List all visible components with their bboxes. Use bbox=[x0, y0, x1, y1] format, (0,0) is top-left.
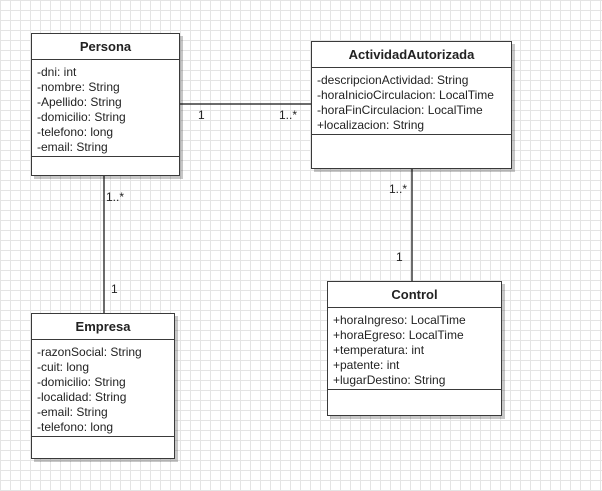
attribute: +lugarDestino: String bbox=[333, 373, 446, 387]
attributes-compartment-control: +horaIngreso: LocalTime +horaEgreso: Loc… bbox=[328, 308, 501, 390]
attributes-compartment-empresa: -razonSocial: String -cuit: long -domici… bbox=[32, 340, 174, 437]
class-name-actividad-autorizada: ActividadAutorizada bbox=[312, 42, 511, 68]
attribute: -cuit: long bbox=[37, 360, 90, 374]
attribute: -razonSocial: String bbox=[37, 345, 142, 359]
attribute: -horaInicioCirculacion: LocalTime bbox=[317, 88, 494, 102]
attribute: -Apellido: String bbox=[37, 95, 122, 109]
attribute: -telefono: long bbox=[37, 420, 114, 434]
attribute: -descripcionActividad: String bbox=[317, 73, 469, 87]
attribute: +localizacion: String bbox=[317, 118, 425, 132]
class-name-empresa: Empresa bbox=[32, 314, 174, 340]
multiplicity-actividad-end: 1..* bbox=[389, 182, 408, 196]
multiplicity-persona-end: 1..* bbox=[106, 190, 125, 204]
class-persona[interactable]: Persona -dni: int -nombre: String -Apell… bbox=[31, 33, 180, 176]
attribute: -email: String bbox=[37, 140, 108, 154]
attribute: -email: String bbox=[37, 405, 108, 419]
class-control[interactable]: Control +horaIngreso: LocalTime +horaEgr… bbox=[327, 281, 502, 416]
class-name-control: Control bbox=[328, 282, 501, 308]
attribute: -dni: int bbox=[37, 65, 77, 79]
attribute: -telefono: long bbox=[37, 125, 114, 139]
multiplicity-persona-end: 1 bbox=[198, 108, 205, 122]
attribute: -domicilio: String bbox=[37, 375, 126, 389]
attribute: +patente: int bbox=[333, 358, 400, 372]
attribute: +horaEgreso: LocalTime bbox=[333, 328, 464, 342]
attribute: -domicilio: String bbox=[37, 110, 126, 124]
attribute: -nombre: String bbox=[37, 80, 120, 94]
multiplicity-control-end: 1 bbox=[396, 250, 403, 264]
attributes-compartment-persona: -dni: int -nombre: String -Apellido: Str… bbox=[32, 60, 179, 157]
attribute: +horaIngreso: LocalTime bbox=[333, 313, 466, 327]
attributes-compartment-actividad-autorizada: -descripcionActividad: String -horaInici… bbox=[312, 68, 511, 135]
multiplicity-actividad-end: 1..* bbox=[279, 108, 298, 122]
attribute: -localidad: String bbox=[37, 390, 127, 404]
class-empresa[interactable]: Empresa -razonSocial: String -cuit: long… bbox=[31, 313, 175, 459]
multiplicity-empresa-end: 1 bbox=[111, 282, 118, 296]
attribute: -horaFinCirculacion: LocalTime bbox=[317, 103, 483, 117]
class-name-persona: Persona bbox=[32, 34, 179, 60]
attribute: +temperatura: int bbox=[333, 343, 425, 357]
class-actividad-autorizada[interactable]: ActividadAutorizada -descripcionActivida… bbox=[311, 41, 512, 169]
